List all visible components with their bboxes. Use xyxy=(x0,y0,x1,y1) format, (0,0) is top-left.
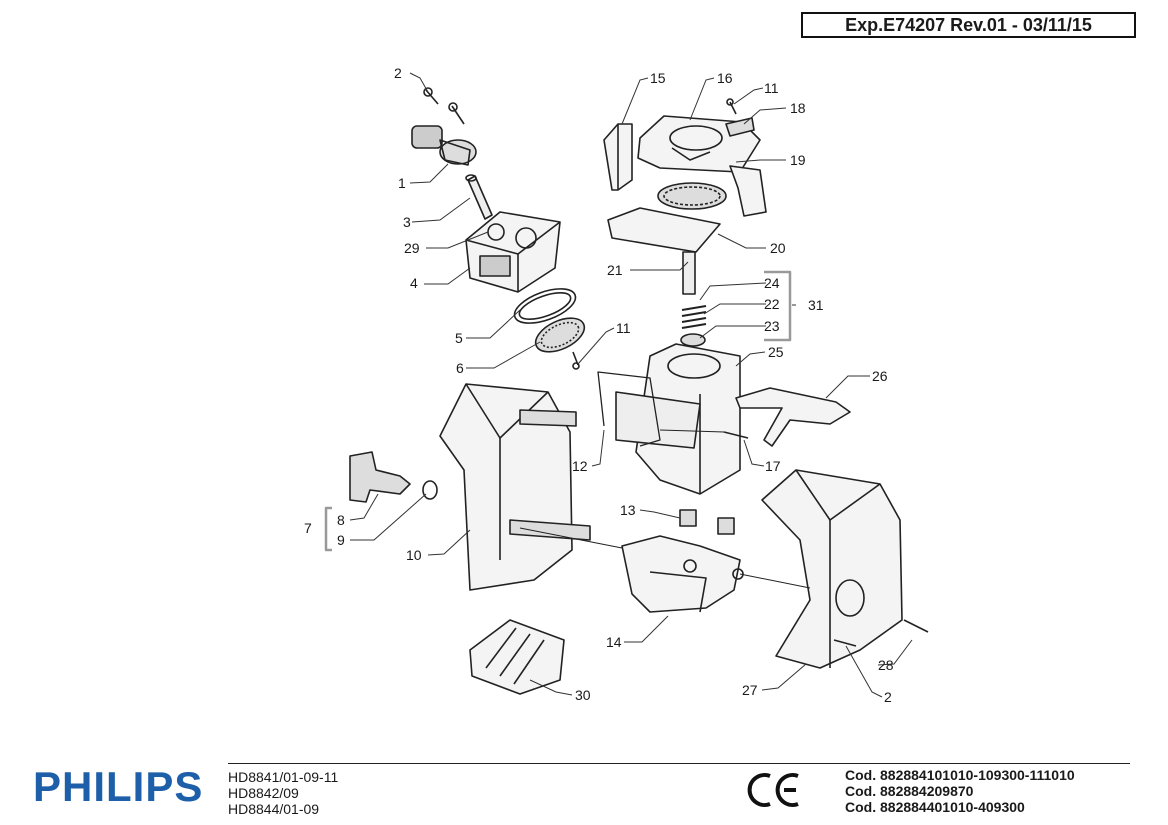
label-6: 6 xyxy=(456,360,464,376)
ce-mark-icon: CE xyxy=(747,773,799,807)
label-31: 31 xyxy=(808,297,824,313)
part-1-valve xyxy=(411,125,477,166)
part-15-clip xyxy=(603,123,633,191)
bracket-31 xyxy=(764,270,792,342)
part-10-left-frame xyxy=(439,383,591,591)
revision-code-box: Exp.E74207 Rev.01 - 03/11/15 xyxy=(801,12,1136,38)
screw-11-top xyxy=(729,101,737,115)
code-item: Cod. 882884101010-109300-111010 xyxy=(845,767,1075,783)
part-21-rod xyxy=(682,251,696,295)
label-8: 8 xyxy=(337,512,345,528)
code-item: Cod. 882884401010-409300 xyxy=(845,799,1025,815)
label-1: 1 xyxy=(398,175,406,191)
label-21: 21 xyxy=(607,262,623,278)
label-19: 19 xyxy=(790,152,806,168)
part-14-mechanism xyxy=(621,535,744,613)
label-9: 9 xyxy=(337,532,345,548)
label-25: 25 xyxy=(768,344,784,360)
label-22: 22 xyxy=(764,296,780,312)
label-2-top: 2 xyxy=(394,65,402,81)
part-8-tap xyxy=(349,451,411,503)
part-27-right-frame xyxy=(761,469,903,669)
label-11-left: 11 xyxy=(616,320,631,336)
part-30-pad xyxy=(469,619,565,695)
screw-2-bottom xyxy=(833,639,857,647)
exploded-parts-diagram: 2 1 3 29 4 5 6 11 15 16 11 18 19 20 21 2… xyxy=(304,65,929,705)
label-7: 7 xyxy=(304,520,312,536)
screw-28 xyxy=(903,619,929,633)
label-15: 15 xyxy=(650,70,666,86)
part-13-block-a xyxy=(679,509,697,527)
part-12-wire xyxy=(597,371,661,447)
label-11-top: 11 xyxy=(764,80,779,96)
part-19-latch xyxy=(729,165,767,217)
code-item: Cod. 882884209870 xyxy=(845,783,974,799)
part-4-block xyxy=(465,211,561,293)
part-20-plate xyxy=(607,207,721,253)
label-4: 4 xyxy=(410,275,418,291)
part-9-oring xyxy=(422,480,438,500)
part-16-funnel xyxy=(637,115,761,173)
part-labels: 2 1 3 29 4 5 6 11 15 16 11 18 19 20 21 2… xyxy=(304,65,894,705)
label-29: 29 xyxy=(404,240,420,256)
philips-logo: PHILIPS xyxy=(33,763,204,810)
leader-lines xyxy=(349,72,913,698)
label-5: 5 xyxy=(455,330,463,346)
model-item: HD8844/01-09 xyxy=(228,801,320,817)
part-6-filter xyxy=(534,317,586,353)
part-3-pipe xyxy=(465,174,493,220)
label-17: 17 xyxy=(765,458,781,474)
part-13-block-b xyxy=(717,517,735,535)
part-drawings xyxy=(324,87,929,695)
part-5-oring xyxy=(513,288,577,324)
label-30: 30 xyxy=(575,687,591,703)
footer-divider xyxy=(228,763,1130,764)
model-item: HD8842/09 xyxy=(228,785,299,801)
alignment-lines xyxy=(519,429,811,589)
bracket-7 xyxy=(324,506,332,552)
part-26-lever xyxy=(735,387,851,447)
label-12: 12 xyxy=(572,458,588,474)
part-25-housing xyxy=(615,343,741,495)
label-14: 14 xyxy=(606,634,622,650)
part-23-seal xyxy=(680,333,706,347)
label-18: 18 xyxy=(790,100,806,116)
label-24: 24 xyxy=(764,275,780,291)
label-16: 16 xyxy=(717,70,733,86)
filter-disk xyxy=(657,182,727,210)
part-22-spring xyxy=(681,305,707,329)
label-27: 27 xyxy=(742,682,758,698)
label-20: 20 xyxy=(770,240,786,256)
label-10: 10 xyxy=(406,547,422,563)
label-23: 23 xyxy=(764,318,780,334)
label-3: 3 xyxy=(403,214,411,230)
screw-2-top xyxy=(423,87,465,125)
screw-17 xyxy=(723,431,749,439)
label-13: 13 xyxy=(620,502,636,518)
model-item: HD8841/01-09-11 xyxy=(228,769,339,785)
revision-code: Exp.E74207 Rev.01 - 03/11/15 xyxy=(845,14,1092,35)
label-2-bottom: 2 xyxy=(884,689,892,705)
label-28: 28 xyxy=(878,657,894,673)
code-list: Cod. 882884101010-109300-111010 Cod. 882… xyxy=(845,767,1075,815)
model-list: HD8841/01-09-11 HD8842/09 HD8844/01-09 xyxy=(228,769,338,817)
label-26: 26 xyxy=(872,368,888,384)
